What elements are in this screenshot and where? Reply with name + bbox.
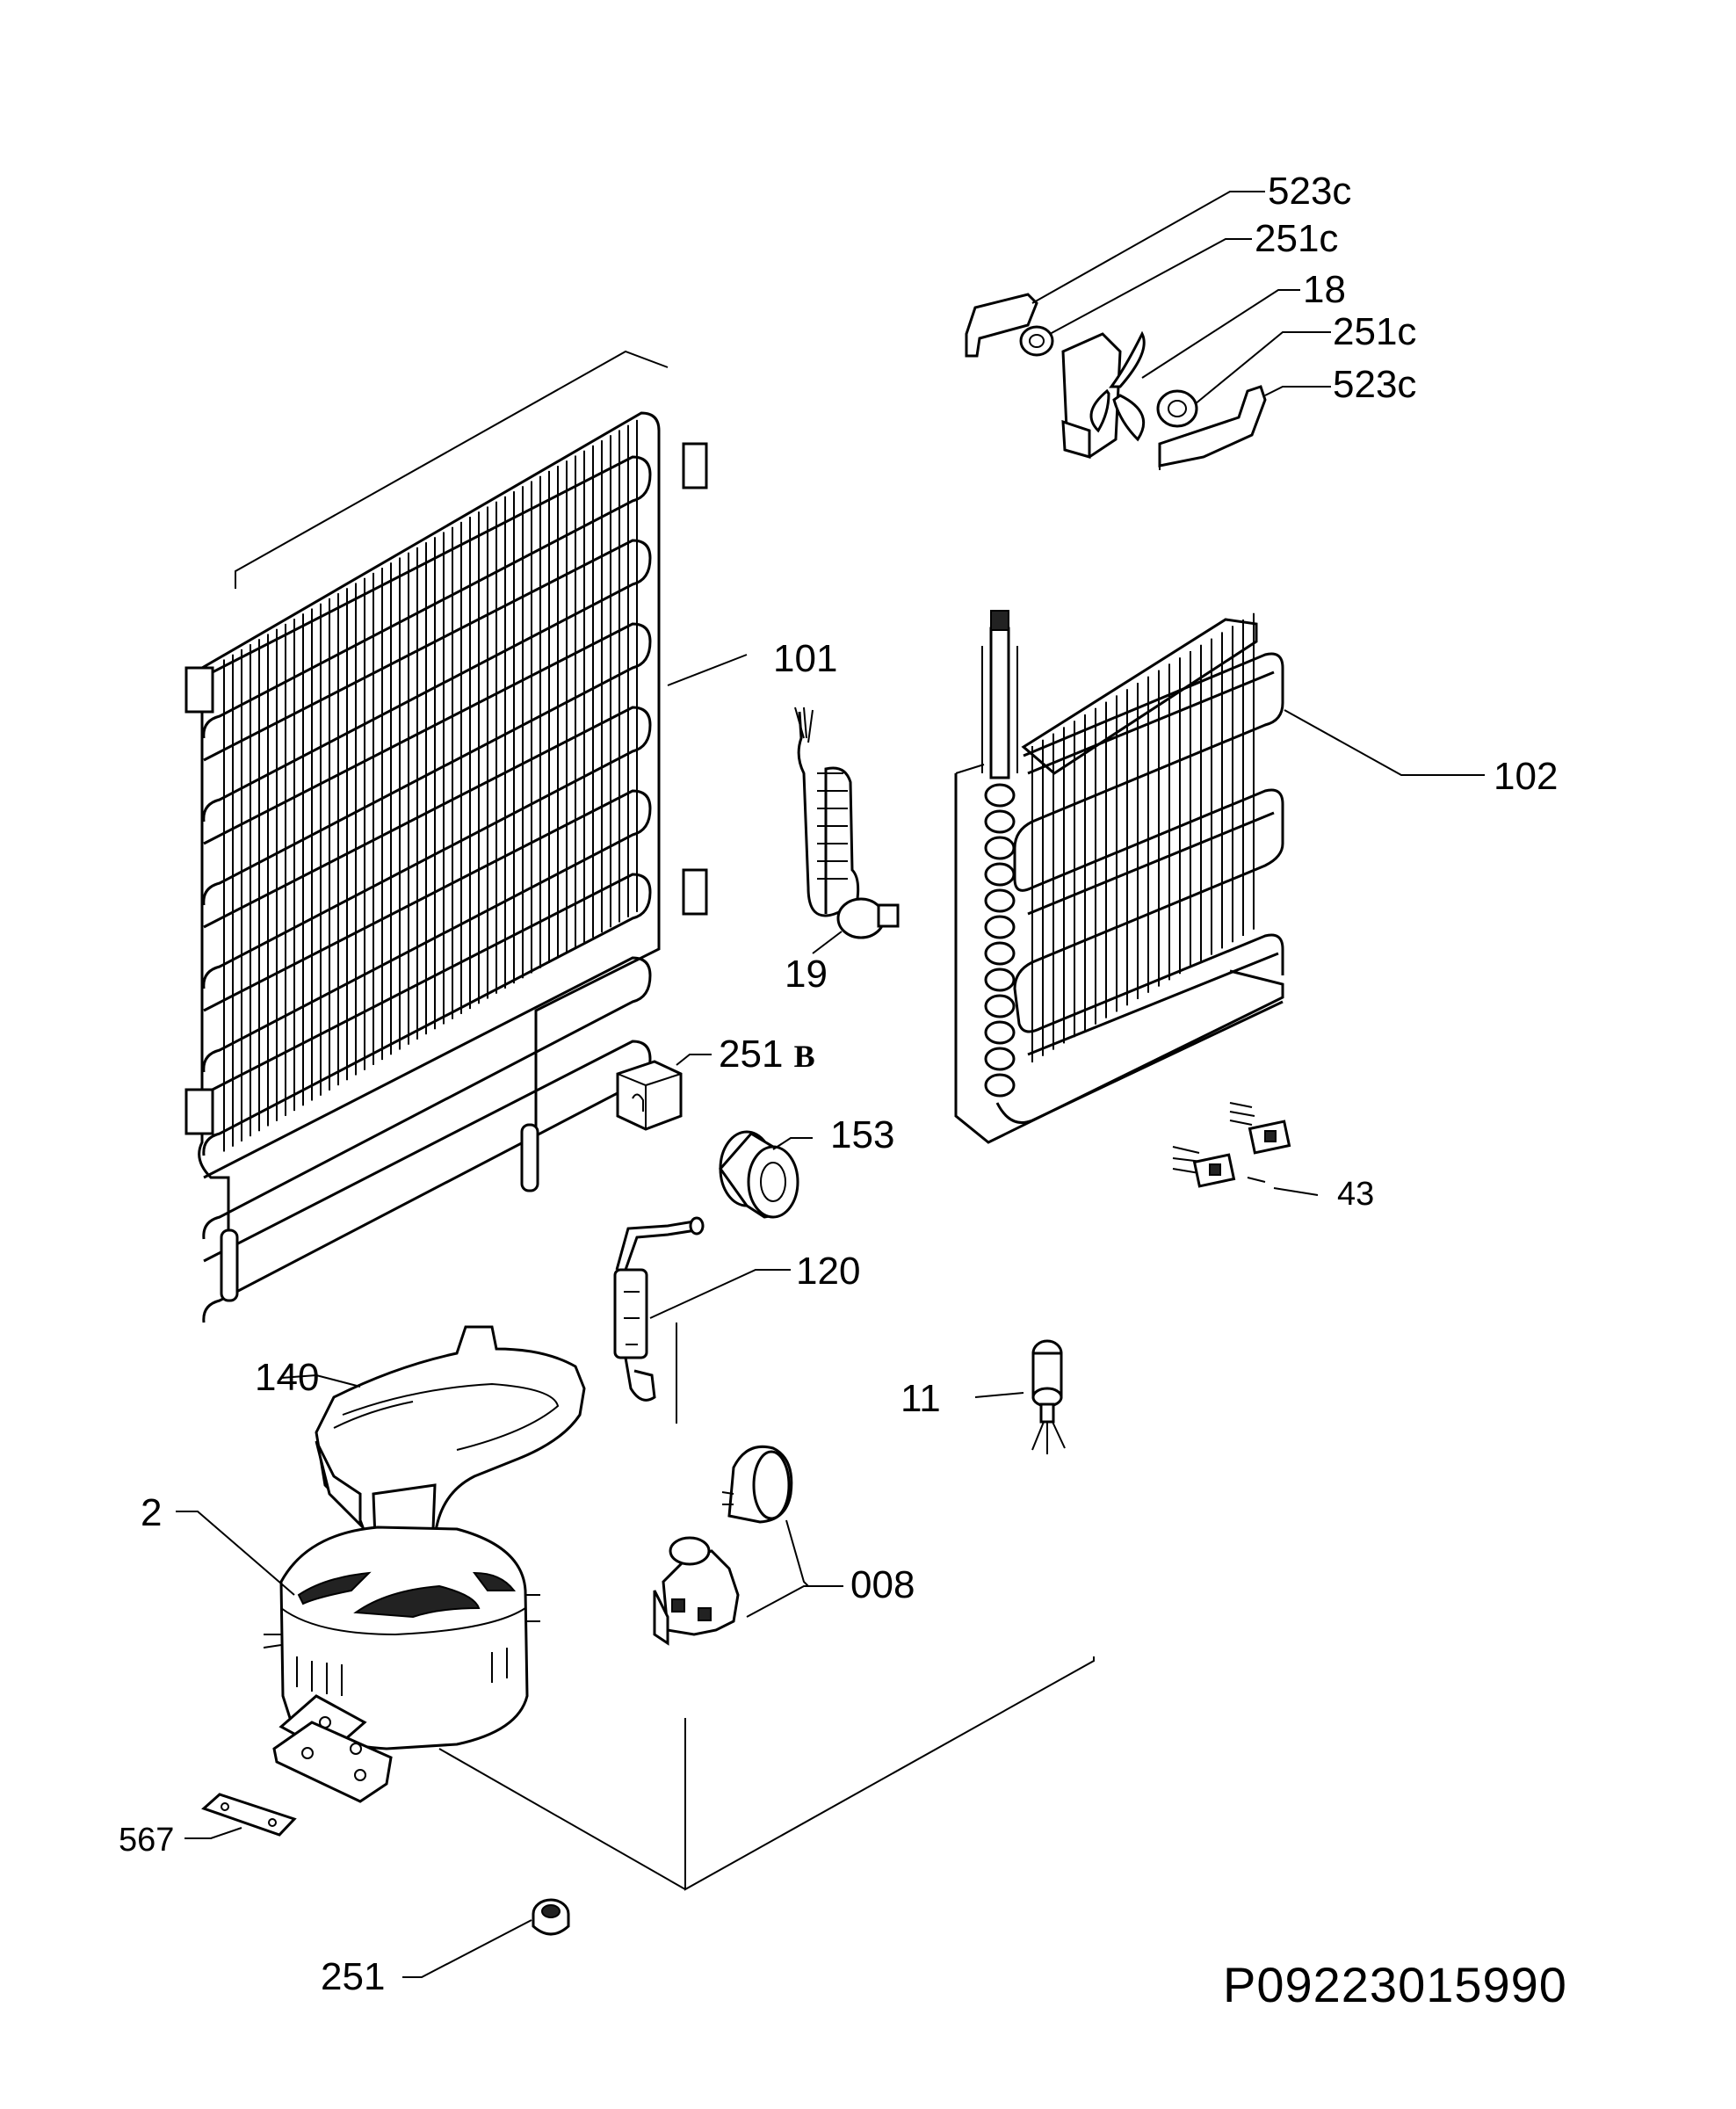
evaporator-coil-turn — [984, 1020, 1016, 1045]
evaporator-part-102[interactable] — [954, 610, 1485, 1144]
evaporator-coil-turn — [984, 968, 1016, 992]
condenser-part-101[interactable] — [184, 350, 748, 1323]
evaporator-coil-turn — [984, 1073, 1016, 1098]
condenser-coil-loop — [202, 789, 652, 1073]
callout-43: 43 — [1337, 1176, 1375, 1213]
drip-tray-part-140[interactable] — [280, 1325, 586, 1562]
drain-tube-part-120[interactable] — [613, 1216, 791, 1424]
callout-251b-suffix: B — [793, 1039, 815, 1074]
evaporator-coil-turn — [984, 1047, 1016, 1071]
callout-523c-top: 523c — [1268, 170, 1352, 213]
condenser-coil-loop — [202, 873, 652, 1156]
callout-120: 120 — [796, 1250, 861, 1293]
heater-cable-part-19[interactable] — [794, 707, 900, 954]
plate-part-567[interactable] — [184, 1793, 297, 1839]
condenser-coil-loop — [202, 956, 652, 1240]
cabinet-outline — [438, 1656, 1095, 1891]
evaporator-coil-turn — [984, 915, 1016, 939]
evaporator-coil-turn — [984, 809, 1016, 834]
condenser-coil-loop — [202, 1040, 652, 1323]
evaporator-coil-turn — [984, 783, 1016, 808]
callout-101: 101 — [773, 637, 838, 680]
sleeve-part-153[interactable] — [719, 1130, 813, 1219]
callout-11: 11 — [901, 1377, 941, 1420]
fan-assembly[interactable] — [965, 191, 1331, 470]
compressor-part-2[interactable] — [176, 1511, 540, 1803]
callout-567: 567 — [119, 1822, 175, 1859]
evaporator-coil-turn — [984, 888, 1016, 913]
callout-251c-top: 251c — [1255, 217, 1339, 260]
callout-523c-mid: 523c — [1333, 363, 1417, 406]
foot-grommet-part-251[interactable] — [402, 1898, 570, 1978]
evaporator-coil-turn — [984, 941, 1016, 966]
condenser-coil-loop — [202, 706, 652, 989]
evaporator-coil-turn — [984, 994, 1016, 1018]
callout-153: 153 — [830, 1113, 895, 1156]
connectors-part-43[interactable] — [1172, 1102, 1319, 1196]
callout-18: 18 — [1303, 268, 1346, 311]
callout-251c-mid: 251c — [1333, 310, 1417, 353]
callout-008: 008 — [850, 1563, 915, 1606]
callout-251b-number: 251 — [719, 1033, 784, 1076]
thermostat-part-11[interactable] — [974, 1339, 1066, 1454]
evaporator-coil-turn — [984, 836, 1016, 860]
relay-part-008[interactable] — [653, 1445, 843, 1646]
condenser-coil-loop — [202, 622, 652, 906]
callout-140: 140 — [255, 1356, 320, 1399]
condenser-coil-loop — [202, 455, 652, 739]
callout-102: 102 — [1494, 755, 1559, 798]
evaporator-coil-turn — [984, 862, 1016, 887]
callout-251: 251 — [321, 1955, 386, 1998]
callout-2: 2 — [141, 1491, 163, 1534]
callout-19: 19 — [785, 953, 828, 996]
rubber-block-part-251b[interactable] — [616, 1054, 712, 1131]
condenser-coil-loop — [202, 539, 652, 823]
callout-251b: 251 B — [719, 1035, 815, 1074]
document-code: P09223015990 — [1223, 1957, 1567, 2012]
